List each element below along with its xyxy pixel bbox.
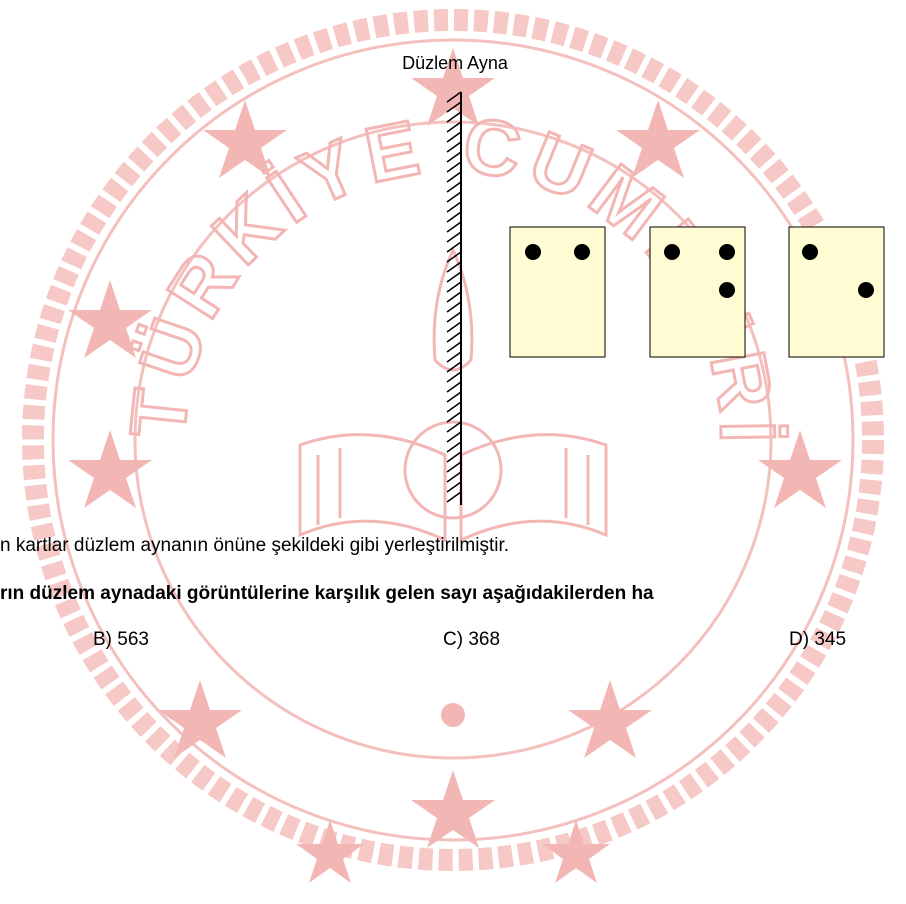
option-d[interactable]: D) 345 bbox=[789, 629, 847, 650]
hatch-mark bbox=[446, 111, 462, 123]
card-2-dot bbox=[664, 244, 680, 260]
option-c[interactable]: C) 368 bbox=[443, 629, 501, 650]
hatch-mark bbox=[446, 171, 462, 183]
watermark-dot bbox=[441, 703, 465, 727]
hatch-mark bbox=[446, 351, 462, 363]
watermark-star-icon bbox=[68, 430, 152, 508]
hatch-mark bbox=[446, 91, 462, 103]
hatch-mark bbox=[446, 261, 462, 273]
hatch-mark bbox=[446, 381, 462, 393]
watermark-star-icon bbox=[203, 100, 287, 178]
hatch-mark bbox=[446, 231, 462, 243]
card-1-dot bbox=[525, 244, 541, 260]
hatch-mark bbox=[446, 311, 462, 323]
card-3-dot bbox=[858, 282, 874, 298]
hatch-mark bbox=[446, 451, 462, 463]
hatch-mark bbox=[446, 461, 462, 473]
card-1 bbox=[509, 226, 606, 358]
option-b[interactable]: B) 563 bbox=[93, 629, 149, 650]
hatch-mark bbox=[446, 241, 462, 253]
hatch-mark bbox=[446, 191, 462, 203]
hatch-mark bbox=[446, 221, 462, 233]
hatch-mark bbox=[446, 371, 462, 383]
hatch-mark bbox=[446, 121, 462, 133]
hatch-mark bbox=[446, 421, 462, 433]
hatch-mark bbox=[446, 141, 462, 153]
hatch-mark bbox=[446, 471, 462, 483]
card-2-dot bbox=[719, 244, 735, 260]
hatch-mark bbox=[446, 281, 462, 293]
watermark-star-icon bbox=[158, 680, 242, 758]
watermark-star-icon bbox=[616, 100, 700, 178]
hatch-mark bbox=[446, 131, 462, 143]
question-prompt: rın düzlem aynadaki görüntülerine karşıl… bbox=[0, 583, 654, 604]
watermark-star-icon bbox=[411, 48, 495, 126]
hatch-mark bbox=[446, 331, 462, 343]
hatch-mark bbox=[446, 321, 462, 333]
hatch-mark bbox=[446, 301, 462, 313]
mirror-hatching bbox=[446, 91, 462, 503]
card-2-dot bbox=[719, 282, 735, 298]
hatch-mark bbox=[446, 211, 462, 223]
hatch-mark bbox=[446, 201, 462, 213]
card-3-dot bbox=[802, 244, 818, 260]
hatch-mark bbox=[446, 161, 462, 173]
hatch-mark bbox=[446, 401, 462, 413]
hatch-mark bbox=[446, 151, 462, 163]
watermark-book-icon bbox=[298, 246, 608, 543]
hatch-mark bbox=[446, 291, 462, 303]
hatch-mark bbox=[446, 361, 462, 373]
watermark-star-icon bbox=[296, 820, 364, 883]
mirror-label: Düzlem Ayna bbox=[402, 53, 508, 73]
mirror-figure bbox=[446, 91, 885, 505]
watermark-star-icon bbox=[542, 820, 610, 883]
question-statement: n kartlar düzlem aynanın önüne şekildeki… bbox=[0, 535, 510, 556]
hatch-mark bbox=[446, 481, 462, 493]
hatch-mark bbox=[446, 431, 462, 443]
hatch-mark bbox=[446, 251, 462, 263]
hatch-mark bbox=[446, 181, 462, 193]
card-1-dot bbox=[574, 244, 590, 260]
watermark-star-icon bbox=[568, 680, 652, 758]
hatch-mark bbox=[446, 101, 462, 113]
watermark-star-icon bbox=[411, 770, 495, 848]
hatch-mark bbox=[446, 341, 462, 353]
hatch-mark bbox=[446, 491, 462, 503]
watermark-star-icon bbox=[68, 280, 152, 358]
hatch-mark bbox=[446, 271, 462, 283]
watermark-star-icon bbox=[758, 430, 842, 508]
hatch-mark bbox=[446, 441, 462, 453]
hatch-mark bbox=[446, 391, 462, 403]
hatch-mark bbox=[446, 411, 462, 423]
